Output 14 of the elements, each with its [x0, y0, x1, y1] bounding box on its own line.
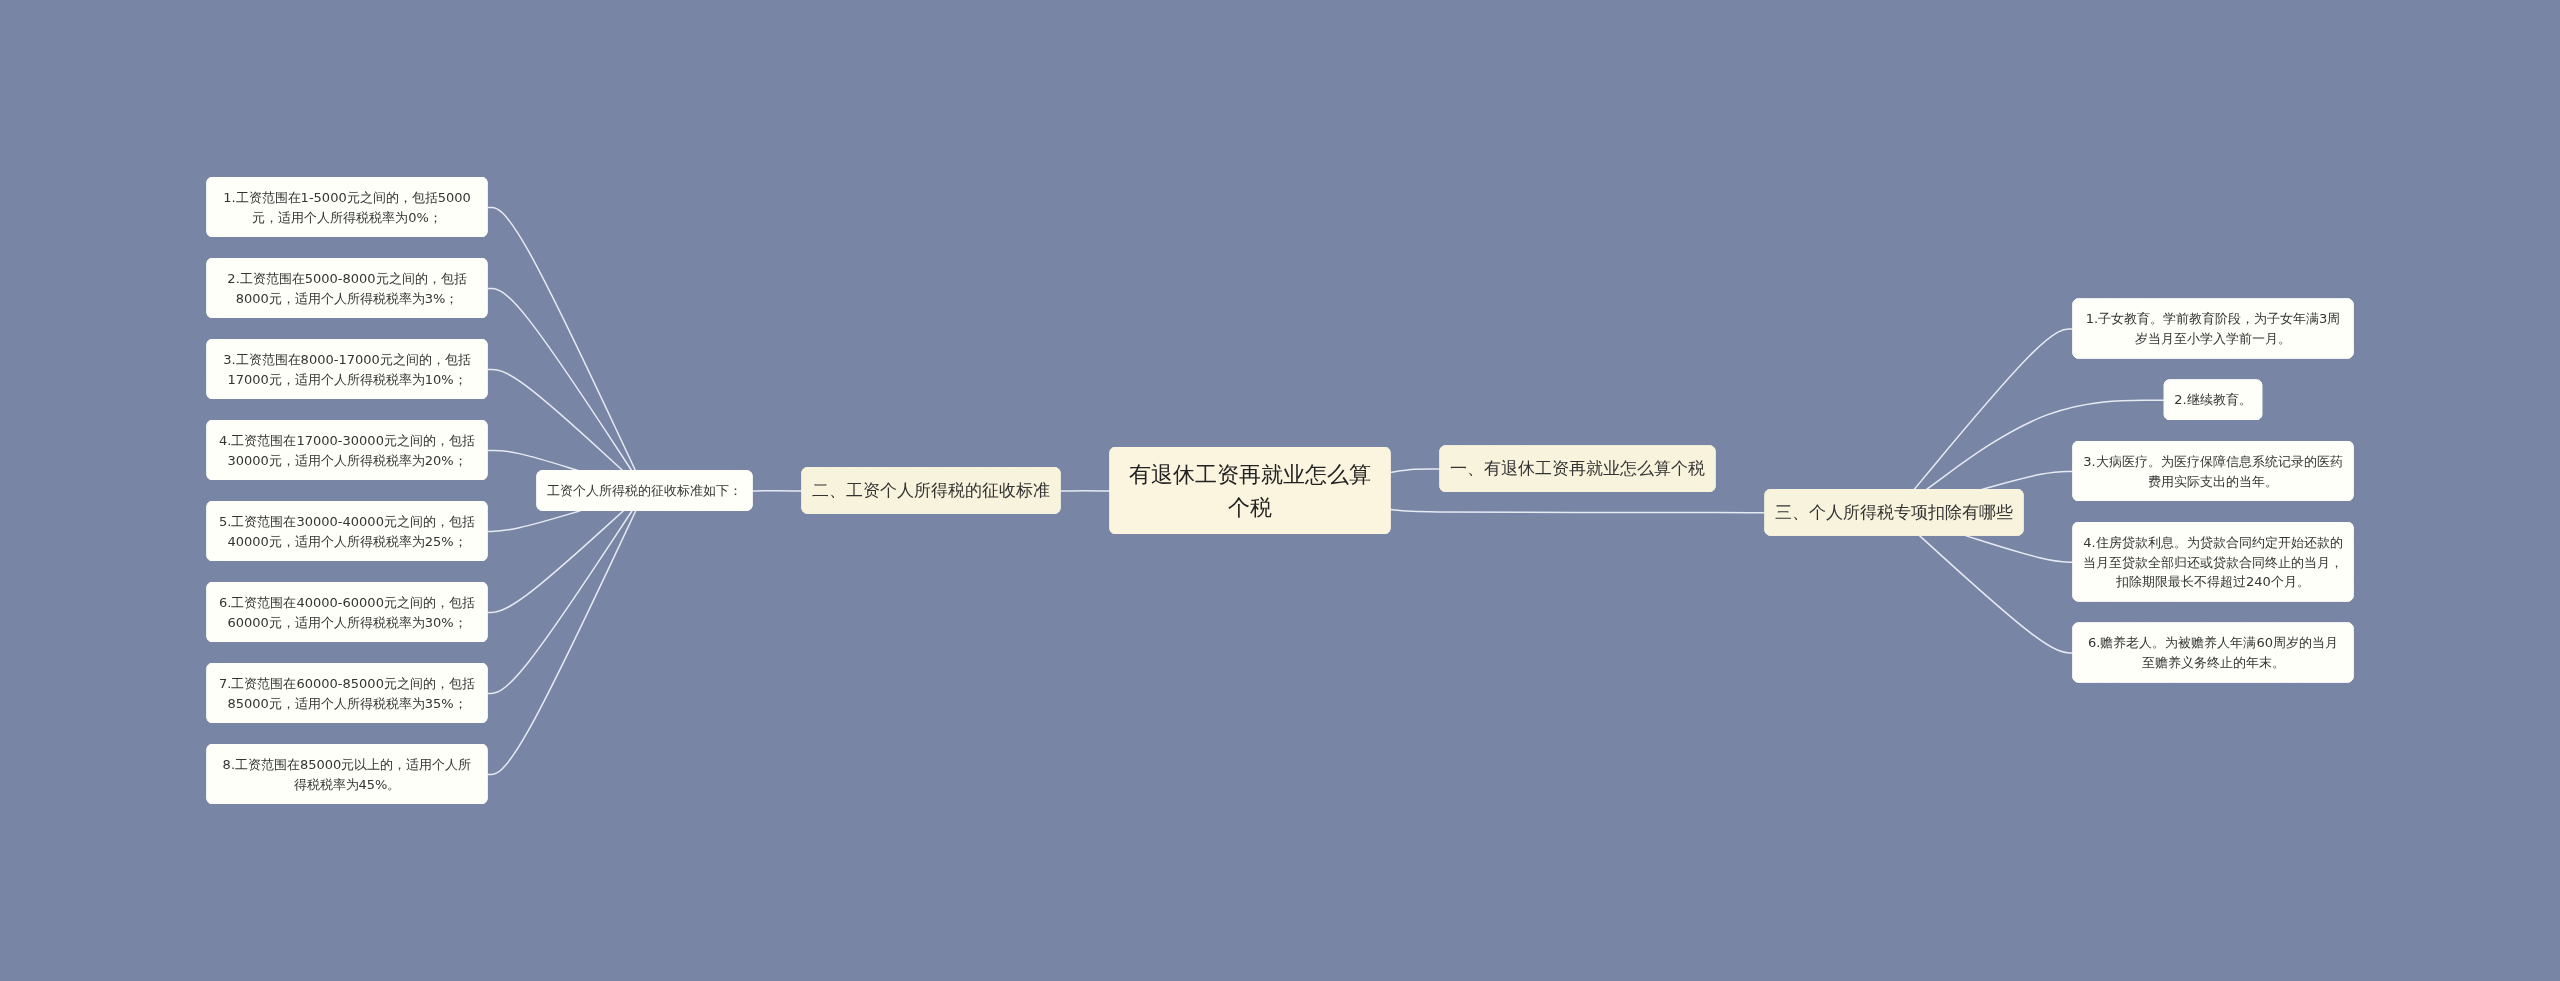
connector [486, 287, 633, 472]
connector [486, 510, 625, 614]
connector [486, 510, 637, 776]
connector [486, 206, 637, 472]
connector [1389, 508, 1767, 514]
connector [1912, 328, 2075, 491]
connector [751, 489, 804, 492]
connector [1059, 489, 1112, 492]
connector [1918, 534, 2075, 654]
connector [486, 368, 625, 472]
connector [486, 510, 633, 695]
connector [486, 510, 582, 533]
connector [1924, 399, 2166, 491]
connector [1389, 468, 1442, 474]
